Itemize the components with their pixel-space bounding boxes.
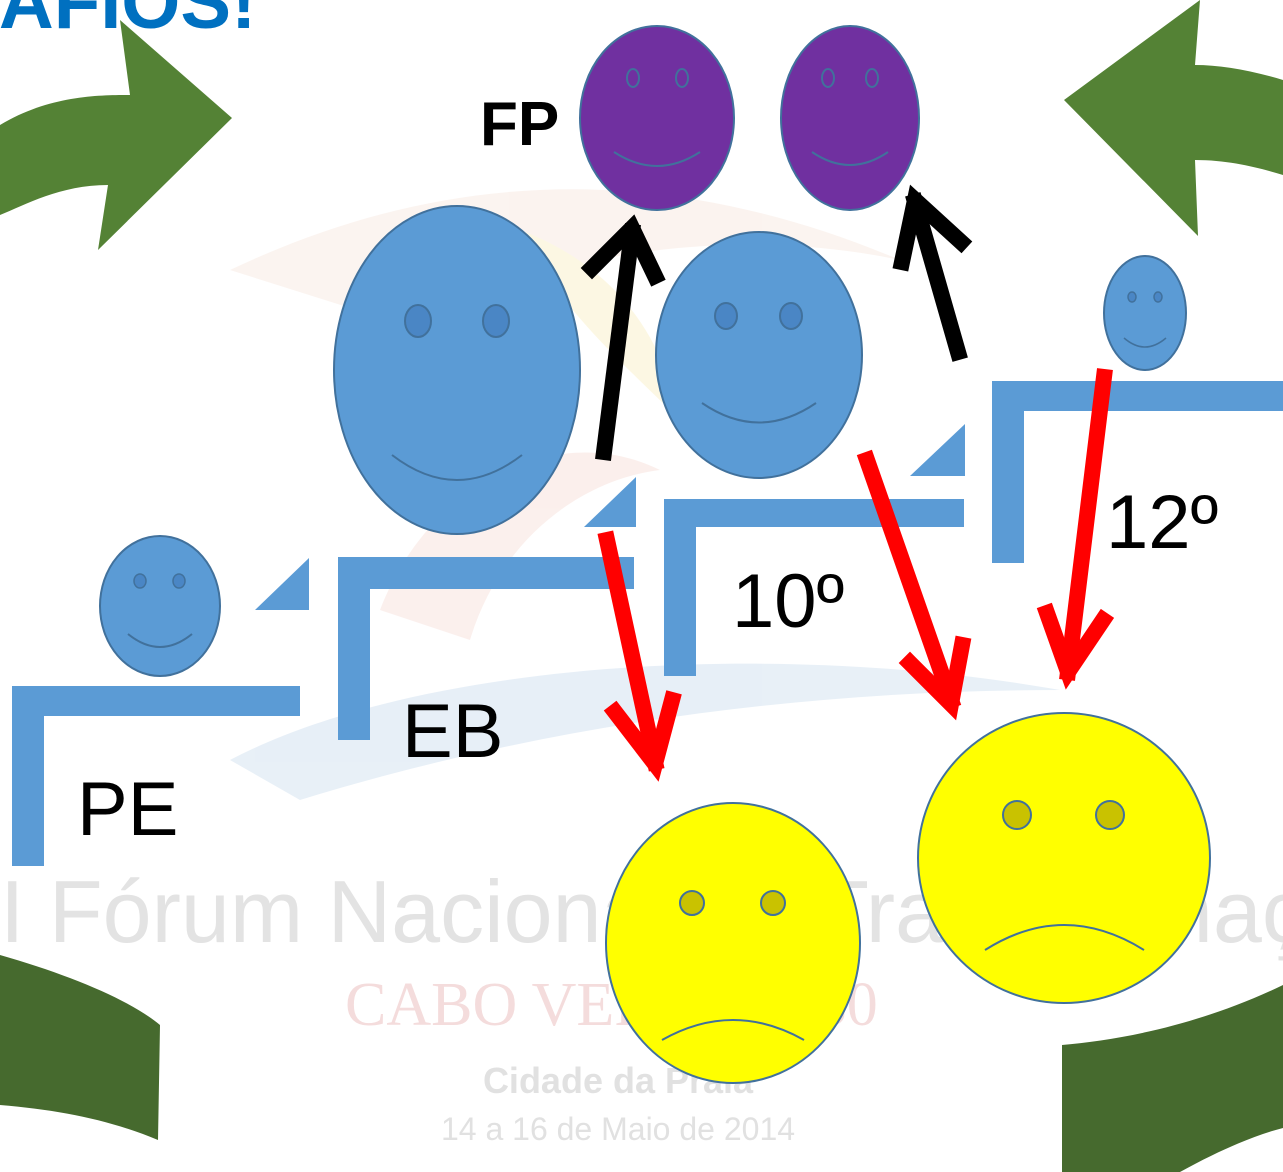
- purple-faces: [579, 25, 920, 211]
- label-eb: EB: [402, 689, 503, 774]
- black-arrow-10-to-fp: [892, 184, 973, 362]
- fp-arrows: [580, 184, 973, 461]
- green-arrow-bottom-left: [0, 955, 160, 1140]
- purple-face-2: [780, 25, 920, 211]
- dropout-arrows: [597, 368, 1115, 782]
- blue-face-grade12: [1103, 255, 1187, 371]
- yellow-sad-face-2: [917, 712, 1211, 1004]
- watermark-date-line: 14 a 16 de Maio de 2014: [441, 1111, 795, 1147]
- red-arrow-12-dropout: [1036, 368, 1115, 690]
- yellow-sad-faces: [605, 712, 1211, 1084]
- blue-face-eb: [333, 205, 581, 535]
- yellow-sad-face-1: [605, 802, 861, 1084]
- stair-tip-1: [255, 558, 309, 610]
- green-arrow-top-right: [1064, 0, 1283, 236]
- purple-face-1: [579, 25, 735, 211]
- stair-grade10: [664, 499, 964, 676]
- level-labels: PE EB 10º 12º FP: [77, 90, 1218, 852]
- red-arrow-eb-dropout: [597, 530, 682, 782]
- stair-eb: [338, 557, 634, 740]
- blue-face-pe: [99, 535, 221, 677]
- education-stairs: [12, 381, 1283, 866]
- stair-pe: [12, 686, 300, 866]
- label-grade12: 12º: [1106, 480, 1218, 565]
- blue-face-grade10: [655, 231, 863, 479]
- red-arrow-10-dropout: [856, 449, 972, 721]
- stair-tip-2: [584, 477, 636, 527]
- black-arrow-eb-to-fp: [580, 214, 666, 461]
- blue-faces: [99, 205, 1187, 677]
- label-pe: PE: [77, 767, 178, 852]
- stair-tip-3: [910, 424, 965, 476]
- green-arrow-top-left: [0, 20, 232, 250]
- green-arrow-bottom-right: [1062, 985, 1283, 1172]
- stair-grade12: [992, 381, 1283, 563]
- label-fp: FP: [480, 90, 559, 159]
- label-grade10: 10º: [732, 559, 844, 644]
